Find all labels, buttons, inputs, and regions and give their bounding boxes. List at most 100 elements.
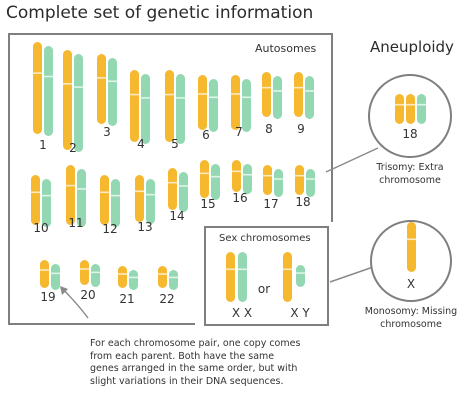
chromosome-number-label: 17: [263, 197, 279, 211]
chromosome-15-maternal-centromere: [200, 172, 209, 175]
inheritance-note: For each chromosome pair, one copy comes…: [90, 338, 301, 387]
chromosome-number-label: 16: [232, 191, 248, 205]
chromosome-number-label: 2: [69, 141, 77, 155]
chromosome-11-paternal-centromere: [77, 188, 86, 190]
chromosome-2-maternal-centromere: [63, 83, 72, 85]
chromosome-12-maternal: [100, 175, 109, 225]
chromosome-21-paternal-centromere: [129, 276, 138, 279]
chromosome-20-paternal-centromere: [91, 271, 100, 274]
chromosome-number-label: 12: [102, 222, 118, 236]
y-chromosome: [296, 265, 305, 287]
chromosome-13-maternal-centromere: [135, 190, 144, 193]
chromosome-19-maternal: [40, 260, 49, 288]
monosomy-connector-line: [329, 265, 377, 283]
chromosome-18-paternal: [306, 169, 315, 197]
chromosome-8-paternal: [273, 76, 282, 119]
chromosome-number-label: 9: [297, 122, 305, 136]
trisomy-18-copy-1-centromere: [395, 103, 404, 106]
chromosome-12-paternal-centromere: [111, 194, 120, 197]
chromosome-number-label: 10: [33, 221, 49, 235]
chromosome-14-paternal: [179, 172, 188, 212]
chromosome-number-label: 15: [200, 197, 216, 211]
chromosome-number-label: 13: [137, 220, 153, 234]
chromosome-number-label: 7: [235, 125, 243, 139]
chromosome-6-paternal: [209, 79, 218, 132]
chromosome-13-maternal: [135, 175, 144, 222]
chromosome-15-maternal: [200, 160, 209, 198]
monosomy-x-chromosome: [407, 222, 416, 272]
page-title: Complete set of genetic information: [6, 3, 314, 23]
chromosome-9-maternal: [294, 72, 303, 117]
arrow-head-icon: [60, 286, 68, 295]
x-chromosome-paternal: [238, 252, 247, 302]
chromosome-number-label: 21: [119, 292, 135, 306]
chromosome-17-maternal-centromere: [263, 174, 272, 177]
monosomy-x-chromosome-centromere: [407, 238, 416, 241]
chromosome-6-paternal-centromere: [209, 96, 218, 99]
chromosome-1-paternal: [44, 46, 53, 136]
chromosome-9-paternal-centromere: [305, 90, 314, 92]
chromosome-5-paternal-centromere: [176, 97, 185, 99]
x-chromosome-xy: [283, 252, 292, 302]
trisomy-18-copy-3: [417, 94, 426, 124]
chromosome-3-maternal-centromere: [97, 77, 106, 79]
chromosome-16-maternal: [232, 160, 241, 192]
chromosome-number-label: 6: [202, 128, 210, 142]
chromosome-22-maternal: [158, 266, 167, 288]
chromosome-14-paternal-centromere: [179, 185, 188, 187]
trisomy-caption: Trisomy: Extra chromosome: [376, 162, 444, 186]
chromosome-7-paternal: [242, 79, 251, 132]
autosomes-label: Autosomes: [255, 42, 317, 55]
chromosome-3-paternal: [108, 58, 117, 126]
chromosome-13-paternal: [146, 179, 155, 224]
chromosome-10-maternal: [31, 175, 40, 225]
chromosome-3-maternal: [97, 54, 106, 124]
chromosome-12-maternal-centromere: [100, 191, 109, 194]
chromosome-22-maternal-centromere: [158, 273, 167, 275]
chromosome-10-paternal: [42, 179, 51, 227]
monosomy-caption: Monosomy: Missing chromosome: [364, 306, 458, 330]
chromosome-6-maternal: [198, 75, 207, 130]
chromosome-14-maternal-centromere: [168, 181, 177, 184]
sex-chromosomes-panel: [204, 226, 329, 326]
chromosome-21-maternal-centromere: [118, 273, 127, 275]
note-arrow: [63, 289, 89, 319]
chromosome-number-label: 5: [171, 137, 179, 151]
chromosome-4-maternal: [130, 70, 139, 142]
trisomy-number: 18: [402, 127, 418, 141]
chromosome-15-paternal: [211, 164, 220, 200]
chromosome-4-paternal: [141, 74, 150, 144]
x-chromosome-maternal-centromere: [226, 268, 235, 271]
chromosome-number-label: 8: [265, 122, 273, 136]
x-chromosome-maternal: [226, 252, 235, 302]
chromosome-1-paternal-centromere: [44, 75, 53, 78]
chromosome-5-maternal: [165, 70, 174, 142]
sex-xy-label: X Y: [290, 306, 310, 320]
trisomy-18-copy-2-centromere: [406, 103, 415, 106]
chromosome-number-label: 19: [40, 290, 56, 304]
chromosome-19-paternal-centromere: [51, 272, 60, 275]
chromosome-18-maternal-centromere: [295, 174, 304, 177]
chromosome-10-maternal-centromere: [31, 191, 40, 194]
chromosome-11-maternal-centromere: [66, 184, 75, 187]
chromosome-number-label: 18: [295, 195, 311, 209]
chromosome-1-maternal: [33, 42, 42, 134]
chromosome-10-paternal-centromere: [42, 194, 51, 197]
chromosome-16-paternal: [243, 164, 252, 194]
chromosome-20-paternal: [91, 264, 100, 287]
chromosome-9-maternal-centromere: [294, 86, 303, 89]
chromosome-16-paternal-centromere: [243, 173, 252, 176]
chromosome-8-maternal-centromere: [262, 86, 271, 89]
sex-chromosomes-label: Sex chromosomes: [219, 233, 311, 244]
y-chromosome-centromere: [296, 272, 305, 274]
chromosome-number-label: 3: [103, 125, 111, 139]
autosomes-panel: [8, 33, 333, 325]
chromosome-18-maternal: [295, 165, 304, 195]
aneuploidy-title: Aneuploidy: [370, 38, 454, 56]
chromosome-number-label: 11: [68, 216, 84, 230]
chromosome-number-label: 22: [159, 292, 175, 306]
chromosome-16-maternal-centromere: [232, 170, 241, 173]
trisomy-connector-line: [325, 147, 379, 173]
x-chromosome-xy-centromere: [283, 268, 292, 271]
